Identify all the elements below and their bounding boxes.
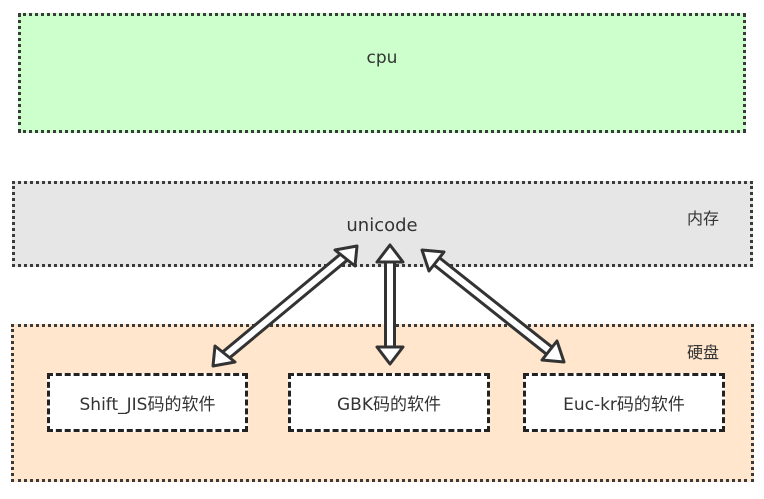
gbk-software-box: GBK码的软件: [288, 373, 490, 432]
cpu-label: cpu: [366, 48, 398, 68]
arrow-shift-jis-unicode: [211, 244, 359, 368]
disk-tag: 硬盘: [687, 343, 720, 362]
euc-kr-software-label: Euc-kr码的软件: [563, 395, 685, 415]
arrow-gbk-unicode: [375, 243, 405, 366]
cpu-box: [18, 13, 746, 133]
memory-tag: 内存: [687, 209, 720, 228]
unicode-label: unicode: [346, 215, 418, 236]
shift-jis-software-label: Shift_JIS码的软件: [79, 395, 216, 415]
euc-kr-software-box: Euc-kr码的软件: [523, 373, 725, 432]
gbk-software-label: GBK码的软件: [337, 395, 441, 415]
shift-jis-software-box: Shift_JIS码的软件: [47, 373, 248, 432]
arrow-euc-kr-unicode: [420, 248, 566, 364]
